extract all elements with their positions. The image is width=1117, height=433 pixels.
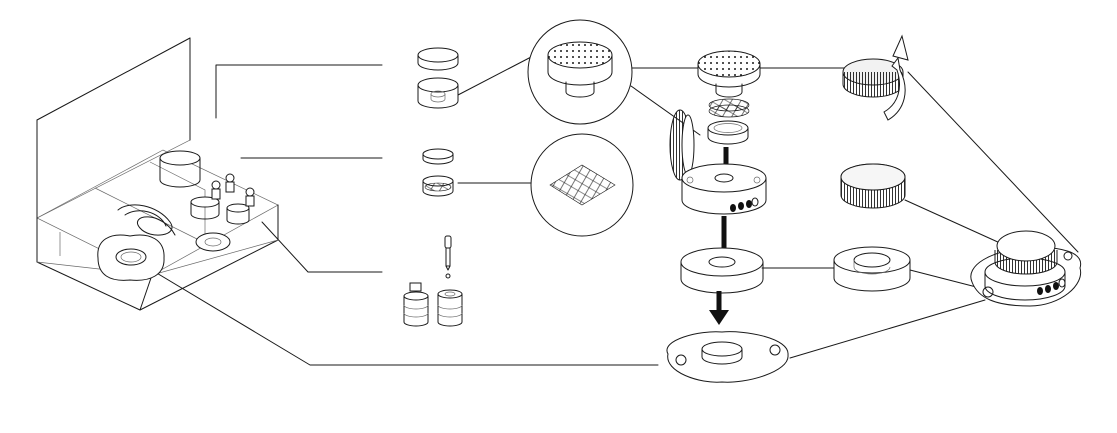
device-top-module: [681, 163, 767, 215]
down-arrow-icon: [709, 310, 729, 325]
connector-box-to-containers: [215, 64, 383, 119]
textured-cap-magnified: [527, 19, 633, 125]
box-lid: [36, 37, 191, 219]
connector-plate-to-device: [789, 299, 986, 359]
collar-ring: [707, 120, 749, 145]
device-base-module: [680, 247, 764, 294]
knurled-ring: [669, 109, 695, 181]
dropper-bottles: [403, 235, 463, 327]
mesh-filter-disc: [708, 98, 750, 118]
connector-lid-to-device: [904, 199, 1001, 244]
mesh-pattern-magnified: [530, 133, 634, 237]
connector-box-to-bottles: [261, 221, 383, 273]
connector-box-to-plate: [134, 259, 659, 366]
rotate-arrow-icon: [883, 56, 906, 121]
clear-lid-with-rotation: [842, 34, 909, 121]
mounting-plate: [666, 331, 789, 383]
textured-cap: [697, 50, 761, 98]
connector-container-to-magnifier: [457, 55, 534, 96]
clear-lid-loose: [840, 163, 906, 209]
sealed-container-pair: [417, 47, 459, 109]
mesh-disc-pair: [422, 148, 454, 197]
assembled-device: [970, 230, 1082, 307]
connector-lines: [134, 55, 1079, 366]
open-ring: [833, 246, 911, 292]
open-kit-box: [36, 37, 279, 311]
connector-top-lid-to-device: [907, 71, 1079, 253]
